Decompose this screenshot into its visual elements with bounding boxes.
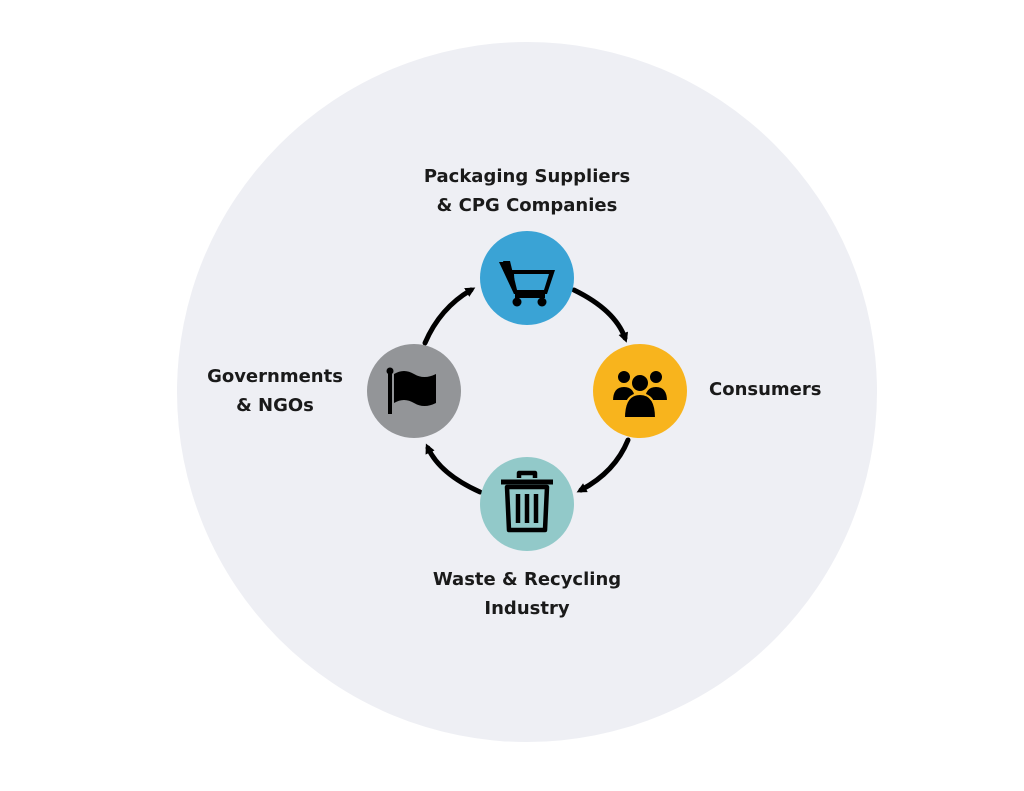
arrow-consumers-to-waste <box>576 437 631 493</box>
trash-bin-icon <box>501 470 553 533</box>
arrow-waste-to-governments <box>425 443 483 495</box>
people-group-icon <box>610 369 670 419</box>
label-consumers: Consumers <box>709 379 822 400</box>
node-waste <box>480 457 574 551</box>
node-suppliers <box>480 231 574 325</box>
arrow-governments-to-suppliers <box>422 287 476 346</box>
label-suppliers: Packaging Suppliers & CPG Companies <box>423 166 631 216</box>
label-governments: Governments & NGOs <box>207 366 343 416</box>
shopping-cart-icon <box>499 261 555 307</box>
node-consumers <box>593 344 687 438</box>
arrow-suppliers-to-consumers <box>571 287 629 343</box>
flag-icon <box>386 367 436 414</box>
label-waste-recycling: Waste & Recycling Industry <box>432 569 622 619</box>
node-governments <box>367 344 461 438</box>
cycle-arrows <box>422 287 631 495</box>
background-circle <box>177 42 877 742</box>
